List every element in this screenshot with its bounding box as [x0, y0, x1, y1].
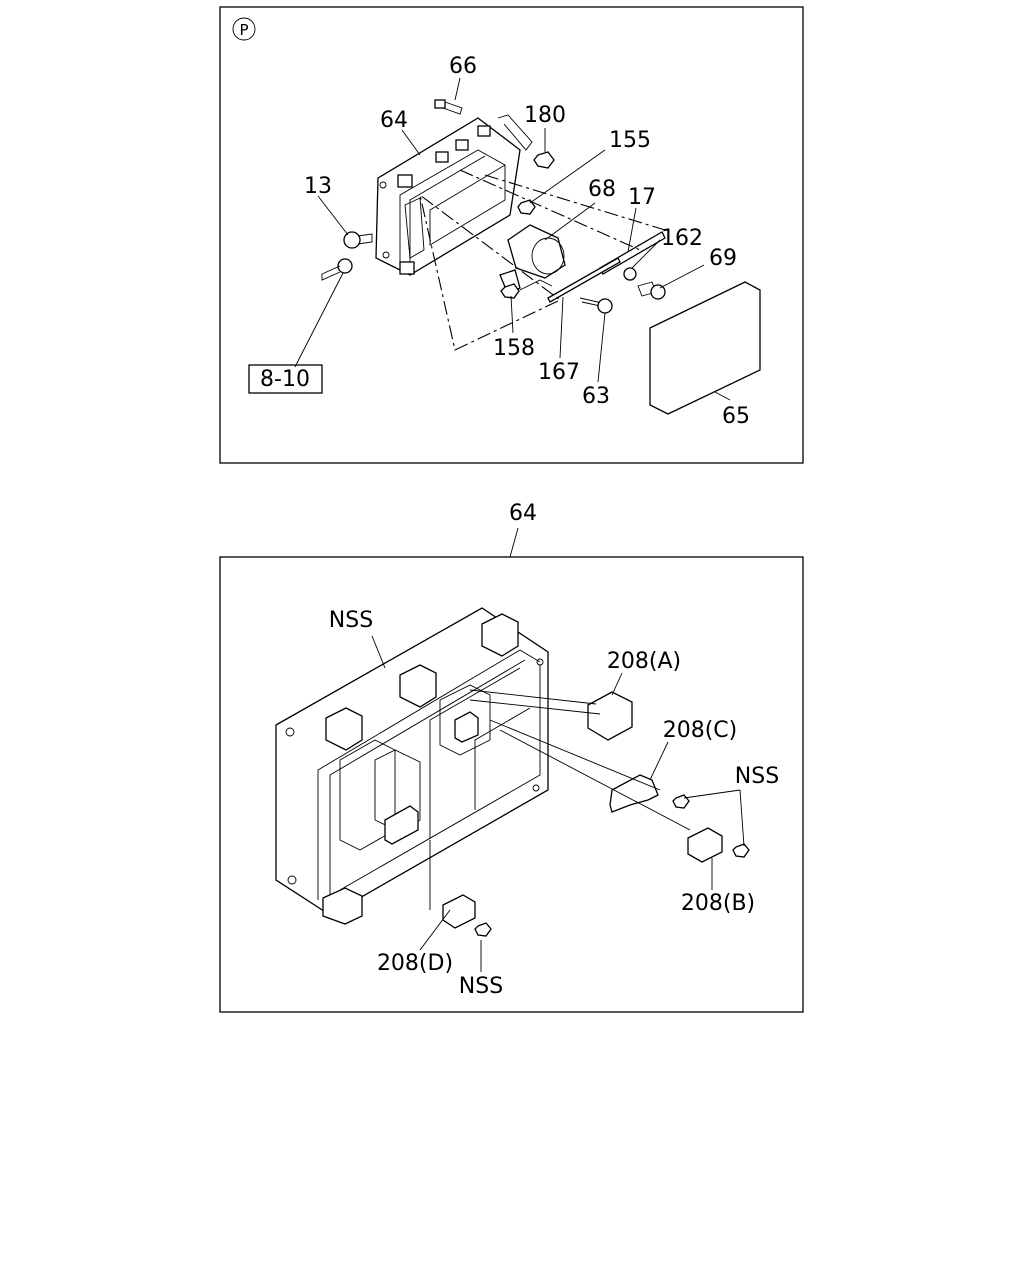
label-63: 63 [582, 384, 610, 409]
screw-13 [321, 231, 373, 281]
label-65: 65 [722, 404, 750, 429]
label-nss-bottom: NSS [459, 974, 503, 999]
label-208d: 208(D) [377, 951, 453, 976]
label-nss-main: NSS [329, 608, 373, 633]
nut-nss-upper [672, 794, 690, 809]
top-panel: P [219, 6, 804, 464]
connector-208a [587, 691, 633, 741]
hose-part [497, 114, 533, 151]
nut-nss-bottom [474, 922, 492, 937]
controller-box [375, 117, 521, 276]
alignment-lines-bottom [429, 689, 691, 910]
label-66: 66 [449, 54, 477, 79]
bolt-69 [637, 281, 666, 300]
washer-162 [623, 267, 637, 281]
nut-158 [500, 283, 520, 299]
label-nss-right: NSS [735, 764, 779, 789]
connector-blocks [322, 613, 519, 925]
label-208b: 208(B) [681, 891, 755, 916]
alignment-lines [419, 169, 666, 351]
reference-box: 8-10 [248, 364, 323, 394]
top-panel-frame [219, 6, 804, 464]
motor-68 [499, 224, 566, 295]
label-69: 69 [709, 246, 737, 271]
label-158: 158 [493, 336, 535, 361]
label-208c: 208(C) [663, 718, 738, 743]
nut-180 [533, 151, 555, 169]
p-symbol: P [232, 17, 256, 41]
controller-box-detail [275, 607, 549, 925]
label-17: 17 [628, 185, 656, 210]
label-167: 167 [538, 360, 580, 385]
nut-155 [517, 199, 536, 215]
bracket-208d [442, 894, 476, 929]
label-155: 155 [609, 128, 651, 153]
bolt-66 [434, 99, 463, 115]
leader-lines-bottom [371, 635, 745, 972]
nut-nss-lower [732, 843, 750, 858]
bolt-63 [579, 297, 613, 314]
label-208a: 208(A) [607, 649, 681, 674]
p-symbol-text: P [239, 21, 248, 39]
callout-64-leader [509, 527, 519, 558]
label-68: 68 [588, 177, 616, 202]
callout-64-label: 64 [509, 501, 537, 526]
label-64: 64 [380, 108, 408, 133]
label-162: 162 [661, 226, 703, 251]
leader-lines-top [294, 77, 731, 401]
bottom-panel-frame [219, 556, 804, 1013]
label-13: 13 [304, 174, 332, 199]
bracket-208b [687, 827, 723, 863]
label-180: 180 [524, 103, 566, 128]
label-ref: 8-10 [260, 367, 310, 392]
rod-167 [547, 257, 621, 303]
terminal-208c [609, 774, 659, 813]
bottom-panel: NSS 208(A) 208(C) NSS 208(B) 208(D) NSS [219, 556, 804, 1013]
cover-65 [649, 281, 761, 415]
